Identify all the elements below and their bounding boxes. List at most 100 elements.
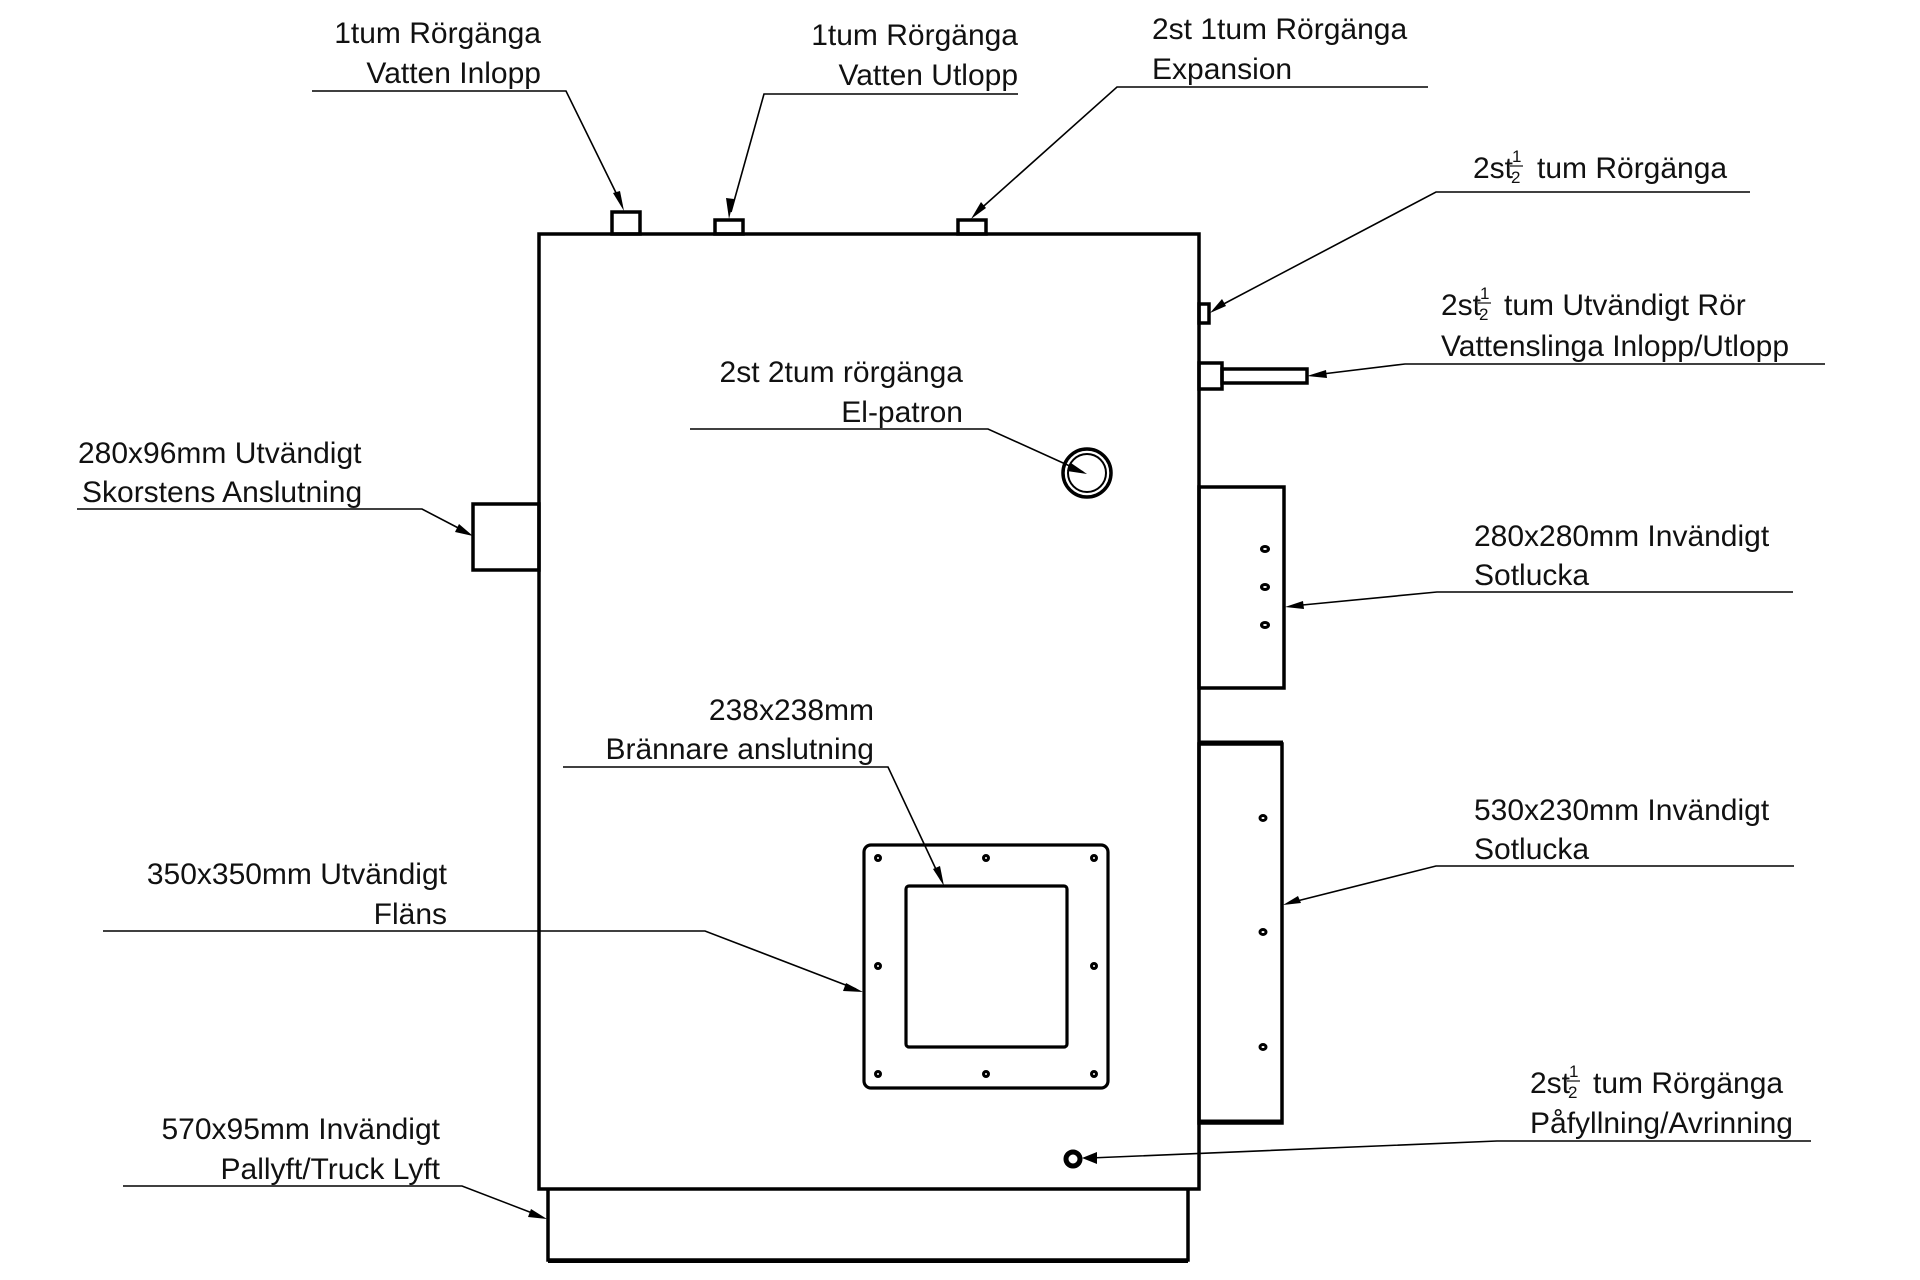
arrow-head xyxy=(933,866,944,886)
label-el-patron: 2st 2tum rörgänga El-patron xyxy=(720,356,964,429)
label-text: Skorstens Anslutning xyxy=(82,476,362,509)
label-fill-drain: 2st 1 2 tum Rörgänga Påfyllning/Avrinnin… xyxy=(1530,1062,1793,1140)
label-text: Brännare anslutning xyxy=(605,733,874,766)
soot-door-small-knob xyxy=(1260,583,1270,591)
fraction-numerator: 1 xyxy=(1480,284,1489,303)
label-text: 2st 1tum Rörgänga xyxy=(1152,13,1407,46)
label-text: El-patron xyxy=(841,396,963,429)
half-inch-nozzle xyxy=(1197,302,1211,325)
label-text: Påfyllning/Avrinning xyxy=(1530,1107,1793,1140)
label-text: tum Rörgänga xyxy=(1537,152,1727,185)
bolt-hole xyxy=(1090,1070,1098,1078)
bolt-hole xyxy=(874,962,882,970)
label-text: 280x280mm Invändigt xyxy=(1474,520,1770,553)
label-text: Vattenslinga Inlopp/Utlopp xyxy=(1441,330,1789,363)
label-text: Vatten Inlopp xyxy=(366,57,541,90)
bolt-hole xyxy=(1090,962,1098,970)
label-text: Vatten Utlopp xyxy=(838,59,1018,92)
fraction-denominator: 2 xyxy=(1479,305,1488,324)
arrow-head xyxy=(528,1209,547,1219)
leader-soot-door-small xyxy=(1291,591,1793,607)
leader-el-patron xyxy=(690,428,1084,473)
label-text: 570x95mm Invändigt xyxy=(162,1113,441,1146)
label-water-outlet: 1tum Rörgänga Vatten Utlopp xyxy=(811,19,1018,92)
leader-water-inlet xyxy=(312,90,623,206)
label-water-inlet: 1tum Rörgänga Vatten Inlopp xyxy=(334,17,541,90)
label-text: Expansion xyxy=(1152,53,1292,86)
fraction-denominator: 2 xyxy=(1511,168,1520,187)
leader-flange xyxy=(103,930,857,990)
label-text: Fläns xyxy=(374,898,447,931)
label-soot-door-small: 280x280mm Invändigt Sotlucka xyxy=(1474,520,1770,592)
leader-coil xyxy=(1313,363,1825,376)
water-outlet-nozzle xyxy=(713,218,745,236)
arrow-head xyxy=(843,983,863,992)
label-expansion: 2st 1tum Rörgänga Expansion xyxy=(1152,13,1407,86)
bolt-hole xyxy=(982,1070,990,1078)
label-text: 238x238mm xyxy=(709,694,874,727)
label-text: tum Rörgänga xyxy=(1593,1067,1783,1100)
label-coil: 2st 1 2 tum Utvändigt Rör Vattenslinga I… xyxy=(1441,284,1789,363)
expansion-nozzle xyxy=(956,218,988,236)
soot-door-small-knob xyxy=(1260,621,1270,629)
label-text: 2st xyxy=(1441,289,1482,322)
label-text: 2st 2tum rörgänga xyxy=(720,356,964,389)
label-text: Pallyft/Truck Lyft xyxy=(221,1153,441,1186)
boiler-body xyxy=(537,232,1201,1191)
coil-collar xyxy=(1197,361,1224,391)
label-chimney: 280x96mm Utvändigt Skorstens Anslutning xyxy=(78,437,362,509)
leader-half-inch xyxy=(1215,191,1750,309)
arrow-head xyxy=(1307,370,1327,378)
soot-door-small xyxy=(1197,485,1286,690)
el-patron-outer xyxy=(1061,447,1113,499)
leader-soot-door-large xyxy=(1288,865,1794,904)
fraction-numerator: 1 xyxy=(1512,147,1521,166)
leader-chimney xyxy=(77,508,467,533)
label-text: 1tum Rörgänga xyxy=(811,19,1018,52)
soot-door-large-knob xyxy=(1258,814,1268,822)
fraction-denominator: 2 xyxy=(1568,1083,1577,1102)
label-text: 1tum Rörgänga xyxy=(334,17,541,50)
leader-burner xyxy=(563,766,942,881)
arrow-head xyxy=(726,198,734,219)
label-burner: 238x238mm Brännare anslutning xyxy=(605,694,874,766)
arrow-head xyxy=(971,202,986,219)
pallet-lift-base xyxy=(546,1189,1190,1262)
label-text: 530x230mm Invändigt xyxy=(1474,794,1770,827)
bolt-hole xyxy=(982,854,990,862)
leader-water-outlet xyxy=(730,93,1018,213)
label-pallet: 570x95mm Invändigt Pallyft/Truck Lyft xyxy=(162,1113,441,1186)
label-text: 280x96mm Utvändigt xyxy=(78,437,362,470)
label-text: Sotlucka xyxy=(1474,833,1589,866)
fill-drain-port xyxy=(1063,1149,1083,1169)
soot-door-large-knob xyxy=(1258,928,1268,936)
arrow-head xyxy=(455,524,473,536)
leader-expansion xyxy=(975,86,1428,214)
soot-door-large xyxy=(1197,742,1284,1125)
soot-door-small-knob xyxy=(1260,545,1270,553)
flange-bolt-holes xyxy=(874,854,1098,1078)
label-text: Sotlucka xyxy=(1474,559,1589,592)
label-soot-door-large: 530x230mm Invändigt Sotlucka xyxy=(1474,794,1770,866)
bolt-hole xyxy=(874,1070,882,1078)
leader-pallet xyxy=(123,1185,541,1217)
arrow-head xyxy=(1285,601,1304,609)
arrow-head xyxy=(1082,1152,1097,1164)
label-text: 2st xyxy=(1530,1067,1571,1100)
arrow-head xyxy=(1283,896,1301,905)
el-patron-inner xyxy=(1067,453,1107,493)
arrow-head xyxy=(1210,299,1226,313)
label-flange: 350x350mm Utvändigt Fläns xyxy=(147,858,448,931)
leader-fill-drain xyxy=(1089,1140,1811,1159)
burner-opening xyxy=(904,884,1069,1049)
label-half-inch-thread: 2st 1 2 tum Rörgänga xyxy=(1473,147,1727,187)
chimney-connection xyxy=(471,502,541,572)
label-text: 2st xyxy=(1473,152,1514,185)
water-inlet-nozzle xyxy=(610,210,642,236)
bolt-hole xyxy=(874,854,882,862)
arrow-head xyxy=(613,191,624,211)
bolt-hole xyxy=(1090,854,1098,862)
label-text: tum Utvändigt Rör xyxy=(1504,289,1746,322)
label-text: 350x350mm Utvändigt xyxy=(147,858,448,891)
